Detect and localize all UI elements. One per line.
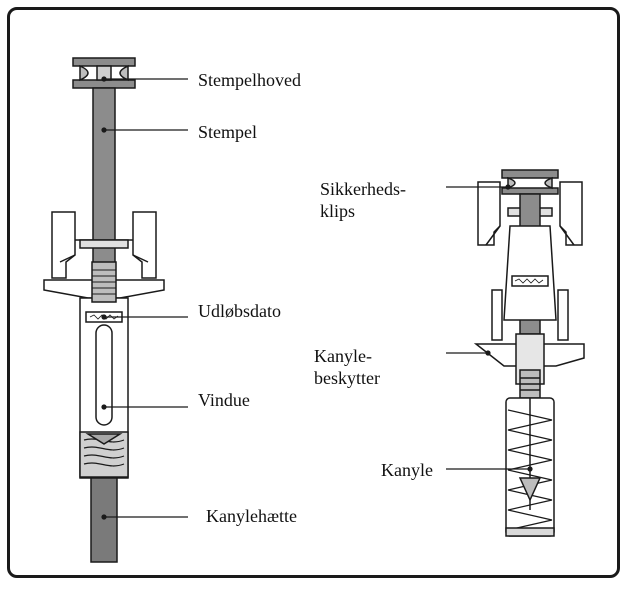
needle-guard-body bbox=[503, 225, 557, 321]
label-needle-guard-line2: beskytter bbox=[314, 368, 380, 388]
label-needle-cap: Kanylehætte bbox=[206, 506, 297, 526]
plunger-head bbox=[72, 57, 136, 89]
label-plunger: Stempel bbox=[198, 122, 257, 142]
right-leader-lines bbox=[446, 184, 533, 472]
finger-grip-frame bbox=[51, 211, 157, 279]
viewing-window bbox=[95, 324, 113, 426]
label-safety-clip-line1: Sikkerheds- bbox=[320, 179, 406, 199]
label-safety-clip: Sikkerheds- klips bbox=[320, 178, 406, 222]
safety-clip bbox=[477, 181, 583, 246]
label-window: Vindue bbox=[198, 390, 250, 410]
right-plunger-head bbox=[501, 169, 559, 195]
label-plunger-head: Stempelhoved bbox=[198, 70, 301, 90]
needle-cap bbox=[90, 477, 118, 563]
label-expiry-date: Udløbsdato bbox=[198, 301, 281, 321]
needle-spring-section bbox=[79, 431, 129, 478]
left-leader-lines bbox=[101, 76, 188, 520]
right-syringe bbox=[473, 169, 585, 537]
stopper bbox=[91, 261, 117, 303]
left-syringe bbox=[43, 57, 165, 563]
label-safety-clip-line2: klips bbox=[320, 201, 356, 221]
spring bbox=[507, 409, 553, 531]
label-needle-guard: Kanyle- beskytter bbox=[314, 345, 380, 389]
label-needle-guard-line1: Kanyle- bbox=[314, 346, 372, 366]
label-needle: Kanyle bbox=[381, 460, 433, 480]
